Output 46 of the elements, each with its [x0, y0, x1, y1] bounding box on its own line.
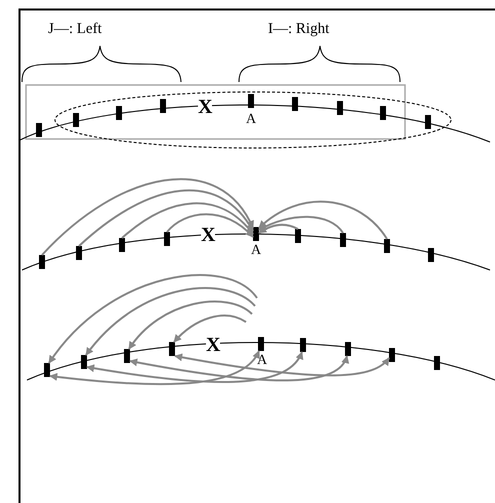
tick-mark — [295, 229, 301, 243]
group-label: J—: Left — [48, 22, 102, 37]
tick-mark — [425, 115, 431, 129]
point-label: A — [251, 244, 262, 258]
tick-mark — [124, 349, 130, 363]
tick-mark — [380, 106, 386, 120]
tick-mark — [428, 248, 434, 262]
tick-mark — [44, 363, 50, 377]
tick-mark — [434, 356, 440, 370]
tick-mark — [76, 246, 82, 260]
tick-mark — [164, 232, 170, 246]
arrow — [121, 202, 254, 239]
arrow — [41, 178, 254, 256]
tick-mark — [292, 97, 298, 111]
tick-mark — [384, 239, 390, 253]
tick-mark — [119, 238, 125, 252]
tick-mark — [116, 106, 122, 120]
arrow — [128, 300, 253, 350]
arrow — [48, 274, 258, 364]
tick-mark — [300, 338, 306, 352]
tick-mark — [389, 348, 395, 362]
arrow — [129, 355, 348, 382]
arrow — [173, 314, 246, 343]
tick-mark — [258, 337, 264, 351]
arrow — [174, 353, 390, 376]
tick-mark — [345, 342, 351, 356]
group-label: I—: Right — [268, 22, 330, 37]
point-label: A — [257, 354, 268, 368]
tick-mark — [337, 101, 343, 115]
tick-mark — [169, 342, 175, 356]
tick-mark — [39, 255, 45, 269]
arrow — [49, 350, 260, 386]
arrow — [166, 213, 254, 238]
tick-mark — [248, 94, 254, 108]
tick-mark — [36, 123, 42, 137]
arrow — [258, 216, 344, 234]
tick-mark — [81, 355, 87, 369]
arrow — [85, 287, 256, 356]
point-label: A — [246, 113, 256, 127]
tick-mark — [340, 233, 346, 247]
arrow — [258, 224, 298, 234]
arrow — [86, 351, 303, 383]
arrow — [78, 190, 254, 247]
tick-mark — [160, 99, 166, 113]
arrow — [258, 200, 388, 240]
tick-mark — [73, 113, 79, 127]
